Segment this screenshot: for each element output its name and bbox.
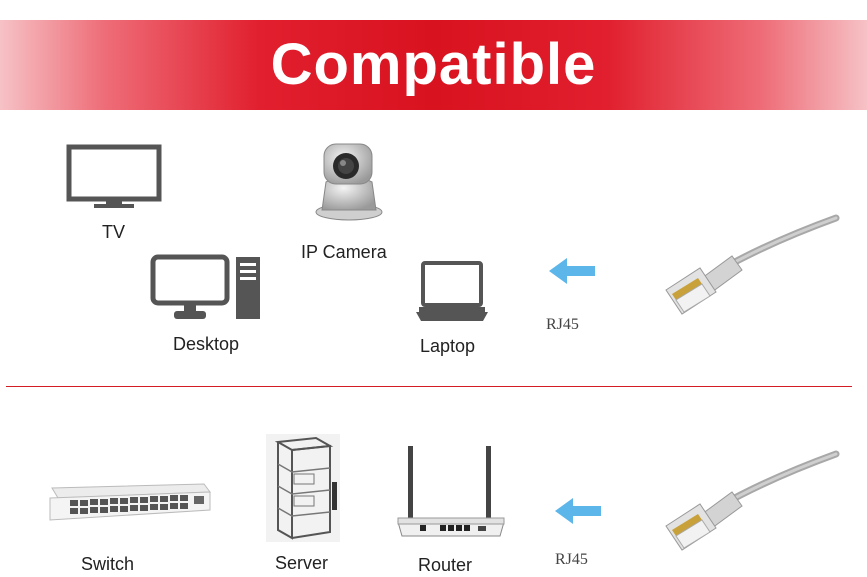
tv-label: TV (102, 222, 126, 242)
rj45-label-top: RJ45 (546, 316, 579, 333)
router-label: Router (418, 555, 473, 575)
arrow-left-icon (549, 258, 595, 284)
network-switch-icon (49, 483, 211, 521)
server-rack-icon (266, 434, 340, 542)
rj45-label-bottom: RJ45 (555, 551, 588, 568)
router-icon (397, 446, 505, 537)
rj45-cable-icon (665, 214, 840, 315)
desktop-icon (150, 254, 260, 319)
laptop-icon (416, 261, 488, 321)
ip-camera-label: IP Camera (301, 242, 387, 262)
banner-title: Compatible (270, 32, 597, 97)
switch-label: Switch (81, 554, 135, 574)
desktop-label: Desktop (173, 334, 240, 354)
arrow-left-icon-bottom (555, 498, 601, 524)
rj45-cable-icon-bottom (665, 450, 840, 551)
section-divider (6, 386, 852, 387)
server-label: Server (275, 553, 329, 573)
tv-icon (66, 144, 162, 208)
laptop-label: Laptop (420, 336, 476, 356)
header-banner (0, 20, 867, 110)
ip-camera-icon (315, 143, 383, 221)
